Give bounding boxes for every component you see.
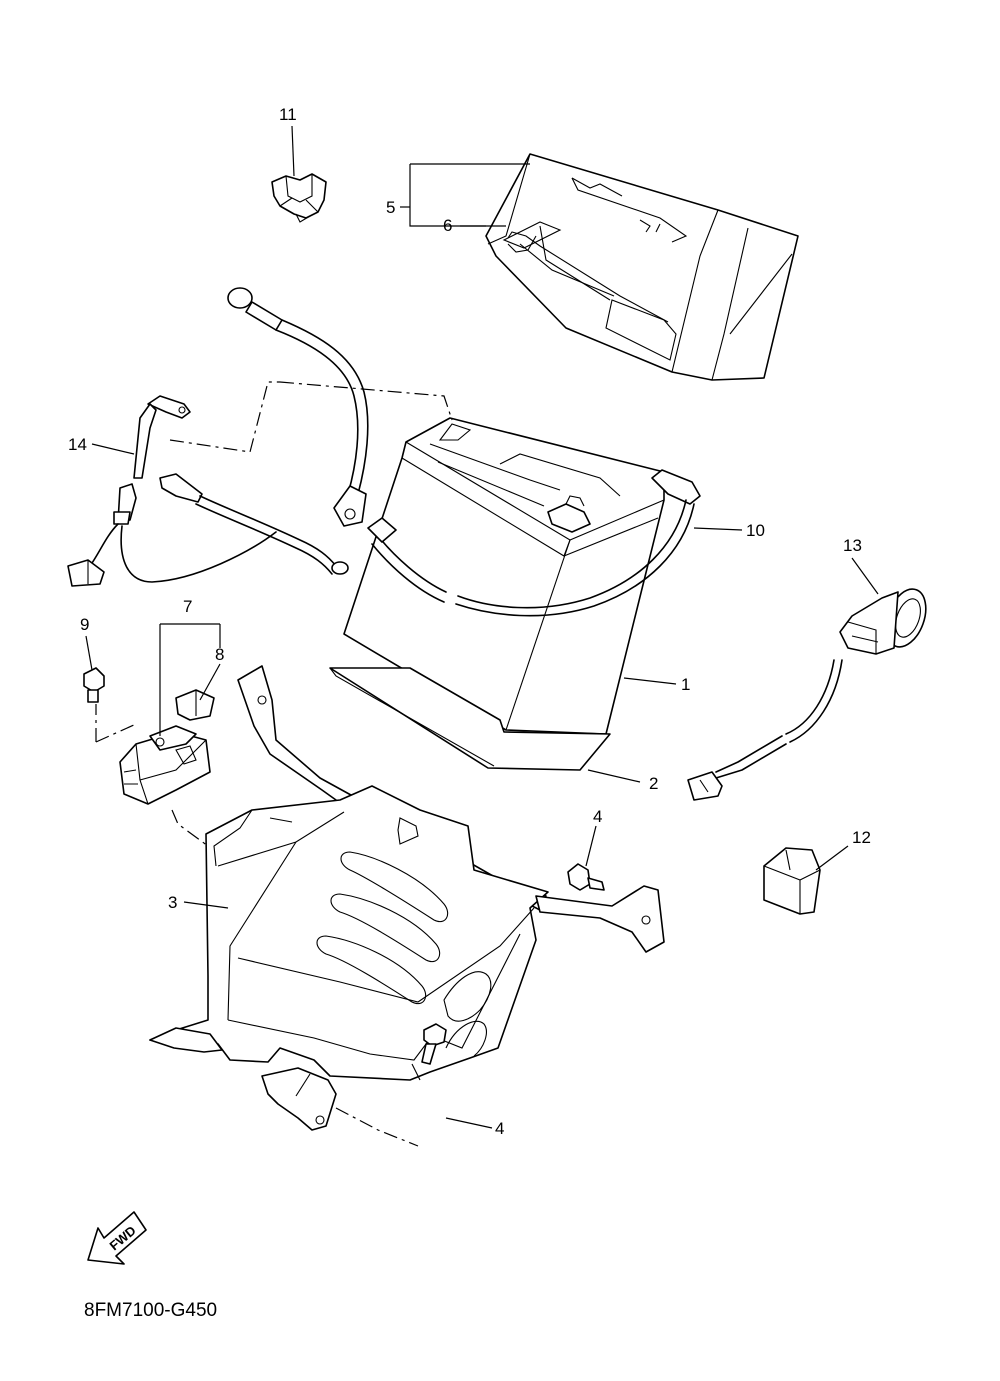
part-2-battery-mat [329,667,611,771]
callout-10: 10 [746,521,765,540]
part-4-bolt-lower [421,1023,447,1065]
part-3-battery-bracket [149,665,665,1131]
part-11-clip [271,173,327,223]
part-9-bolt [83,667,105,703]
callout-13: 13 [843,536,862,555]
callout-3: 3 [168,893,177,912]
callout-11: 11 [279,105,297,124]
callout-12: 12 [852,828,871,847]
callout-8: 8 [215,645,224,664]
leader-lines [85,125,879,1129]
callout-9: 9 [80,615,89,634]
part-13-dc-socket [687,588,927,801]
part-10-positive-cable [367,469,701,617]
callout-14: 14 [68,435,87,454]
callout-5: 5 [386,198,395,217]
part-1-battery [343,417,665,735]
callout-4-lower: 4 [495,1119,504,1138]
part-6-cover-strap [507,235,537,253]
part-8-fuse [175,689,215,721]
assembly-lines [95,381,453,1147]
part-14-wire-harness [67,395,349,587]
callouts: 11 5 6 14 10 13 7 9 8 1 2 4 12 3 4 [68,105,871,1138]
part-4-bolt-upper [567,863,605,891]
part-7-starter-relay [119,725,211,805]
part-5-battery-cover [485,153,799,381]
callout-7: 7 [183,597,192,616]
fwd-arrow-icon: FWD [87,1211,147,1265]
part-12-socket-cap [763,847,821,915]
diagram-code: 8FM7100-G450 [84,1300,217,1321]
callout-6: 6 [443,216,452,235]
negative-cable [227,287,369,527]
callout-4-upper: 4 [593,807,602,826]
callout-2: 2 [649,774,658,793]
callout-1: 1 [681,675,690,694]
